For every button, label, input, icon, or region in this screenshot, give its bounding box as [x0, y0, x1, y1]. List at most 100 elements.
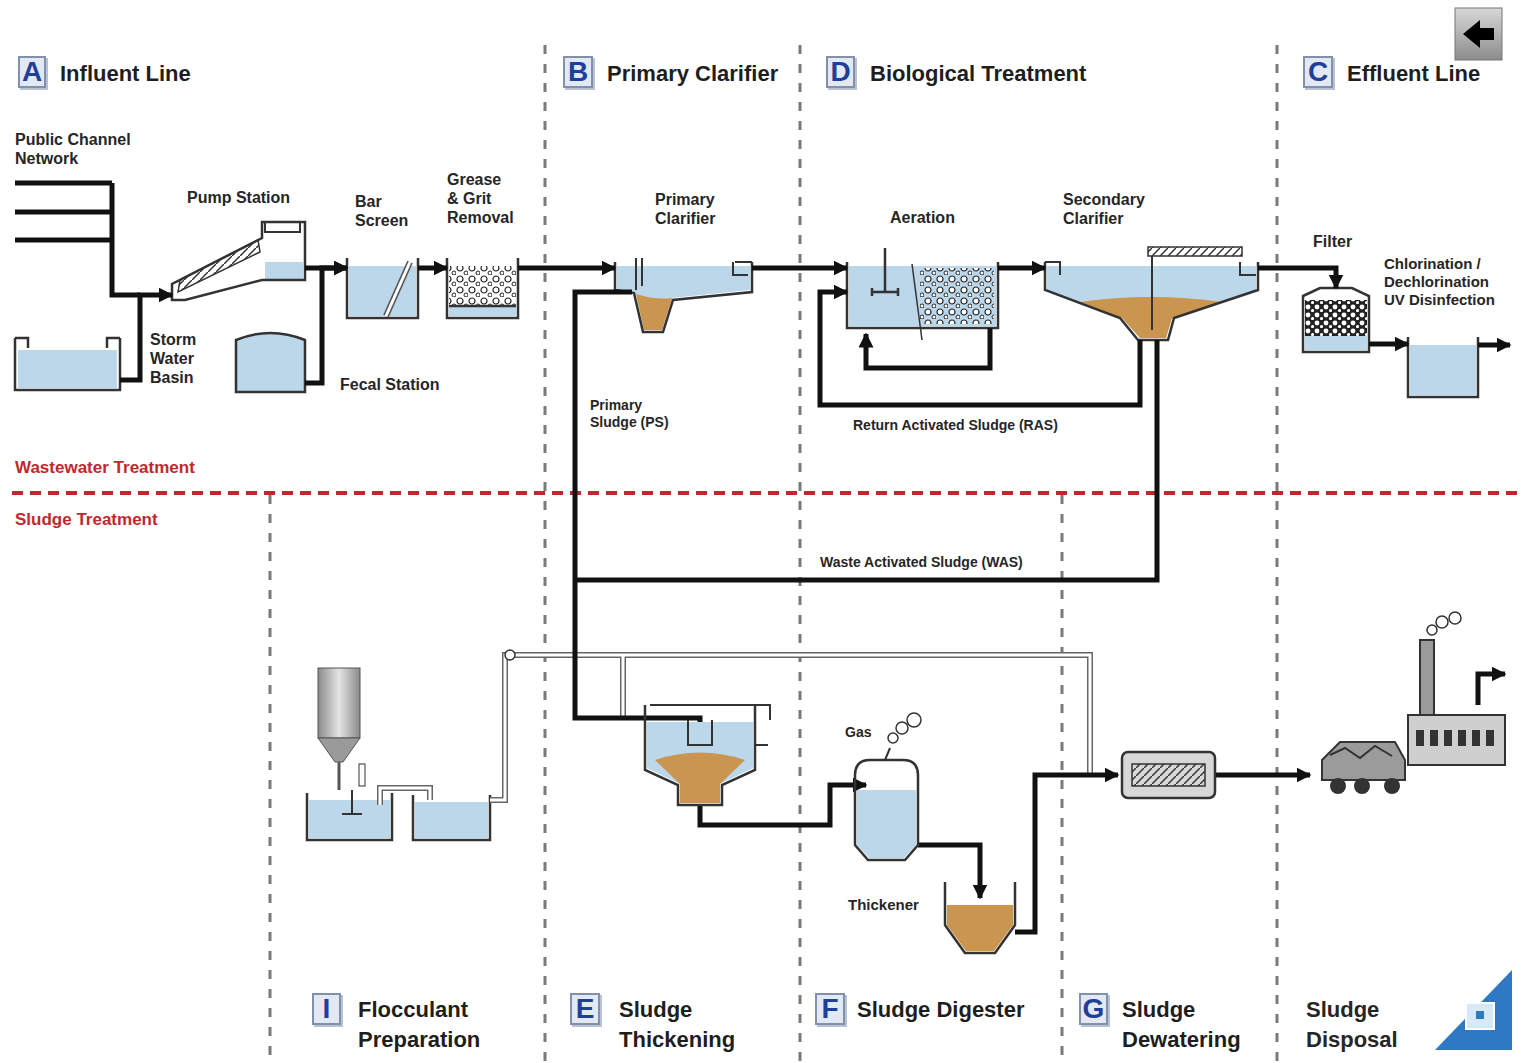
flocculant-feed [380, 655, 1090, 805]
sludge-lines [1015, 775, 1118, 932]
flow-line [1369, 342, 1408, 347]
incinerator-plant [1427, 625, 1437, 635]
incinerator-plant [1427, 612, 1461, 635]
section-heading: Sludge Digester [857, 995, 1024, 1025]
flow-label: Return Activated Sludge (RAS) [850, 417, 1061, 434]
digester [888, 733, 898, 743]
flow-label: Primary Sludge (PS) [590, 397, 680, 431]
aeration-tank [847, 262, 998, 328]
flocculant-feed [359, 764, 365, 786]
network-label: Public Channel Network [15, 130, 140, 168]
section-heading: Effluent Line [1347, 59, 1480, 89]
incinerator-plant [1486, 730, 1494, 746]
section-letter-box: ESludge Thickening [570, 993, 600, 1025]
flocculant-feed [338, 762, 341, 790]
section-letter-box: FSludge Digester [815, 993, 845, 1025]
unit-label: Grease & Grit Removal [447, 170, 517, 227]
incinerator-plant [1420, 640, 1434, 718]
flow-line [1258, 268, 1336, 288]
unit-label: Fecal Station [340, 375, 440, 394]
gravity-thickener [650, 705, 770, 745]
treatment-divider [12, 491, 1522, 495]
section-divider [1276, 45, 1279, 1063]
sludge-lines [1215, 773, 1310, 778]
storm-water-basin [15, 338, 120, 390]
unit-label: Filter [1313, 232, 1352, 251]
flow-line [518, 266, 615, 271]
section-heading: Sludge Thickening [619, 995, 744, 1055]
disposal-truck [1330, 746, 1392, 758]
digester [857, 790, 916, 858]
incinerator-plant [1458, 730, 1466, 746]
unit-label: Thickener [848, 896, 919, 914]
channel-pipes [15, 210, 112, 215]
storm-water-basin [15, 338, 120, 390]
gravity-thickener [647, 722, 753, 803]
back-button [1455, 8, 1502, 60]
screw-pump [178, 240, 260, 292]
disposal-truck [1322, 742, 1405, 794]
aeration-tank [872, 248, 898, 296]
process-unit: Aeration [847, 258, 998, 328]
incinerator-plant [1449, 612, 1461, 624]
disposal-truck [1330, 778, 1400, 794]
unit-label: Chlorination / Dechlorination UV Disinfe… [1384, 255, 1509, 309]
corner-icon [1435, 970, 1512, 1050]
incinerator-plant [1472, 730, 1480, 746]
section-letter: F [817, 995, 843, 1023]
corner-icon [1435, 970, 1512, 1050]
flow-line [305, 268, 347, 383]
section-letter: I [314, 995, 339, 1023]
section-heading: Influent Line [60, 59, 191, 89]
fecal-tank [236, 333, 305, 392]
unit-label: Secondary Clarifier [1063, 190, 1158, 228]
aeration-tank [866, 328, 990, 368]
section-heading: Biological Treatment [870, 59, 1086, 89]
process-unit: Filter [1303, 288, 1369, 352]
digester [907, 713, 921, 727]
disposal-truck [1322, 742, 1405, 780]
unit-label: Aeration [890, 208, 955, 227]
digester [855, 760, 918, 860]
aeration-tank [847, 248, 998, 368]
channel-pipes [112, 183, 140, 295]
storm-water-basin [18, 350, 117, 388]
back-button [1455, 8, 1502, 60]
disinfection-tank [1408, 337, 1510, 397]
primary-clarifier-tank [733, 262, 752, 275]
unit-label: Bar Screen [355, 192, 417, 230]
incinerator-plant [1408, 715, 1505, 765]
flocculant-feed [413, 795, 490, 840]
disposal-truck [1330, 778, 1346, 794]
flocculant-feed [415, 802, 488, 838]
back-button [1463, 20, 1494, 48]
flocculant-feed [309, 800, 390, 838]
zone-label: Sludge Treatment [15, 510, 158, 530]
incinerator-plant [1430, 730, 1438, 746]
flow-line [752, 266, 847, 271]
section-letter-box: AInfluent Line [18, 56, 46, 88]
section-letter: G [1081, 995, 1106, 1023]
incinerator-plant [1416, 730, 1424, 746]
digester [888, 713, 921, 743]
process-unit: Thickener [945, 882, 1015, 953]
section-letter-box: GSludge Dewatering [1079, 993, 1108, 1025]
gravity-thickener [688, 720, 712, 745]
flocculant-feed [342, 790, 362, 814]
section-letter-box: DBiological Treatment [826, 56, 855, 88]
flocculant-feed [380, 655, 1090, 805]
section-letter: C [1305, 58, 1331, 86]
dewatering-press [1132, 764, 1205, 786]
section-letter: E [572, 995, 598, 1023]
grit-tank [449, 266, 516, 306]
flocculant-feed [380, 655, 1090, 805]
section-letter: D [828, 58, 853, 86]
disinfection-tank [1478, 343, 1510, 348]
flow-label: Waste Activated Sludge (WAS) [820, 554, 1023, 571]
disposal-truck [1354, 778, 1370, 794]
disinfection-tank [1408, 337, 1478, 397]
process-unit: Secondary Clarifier [1045, 258, 1258, 340]
secondary-clarifier-tank [1045, 247, 1258, 340]
incinerator-plant [1436, 616, 1448, 628]
